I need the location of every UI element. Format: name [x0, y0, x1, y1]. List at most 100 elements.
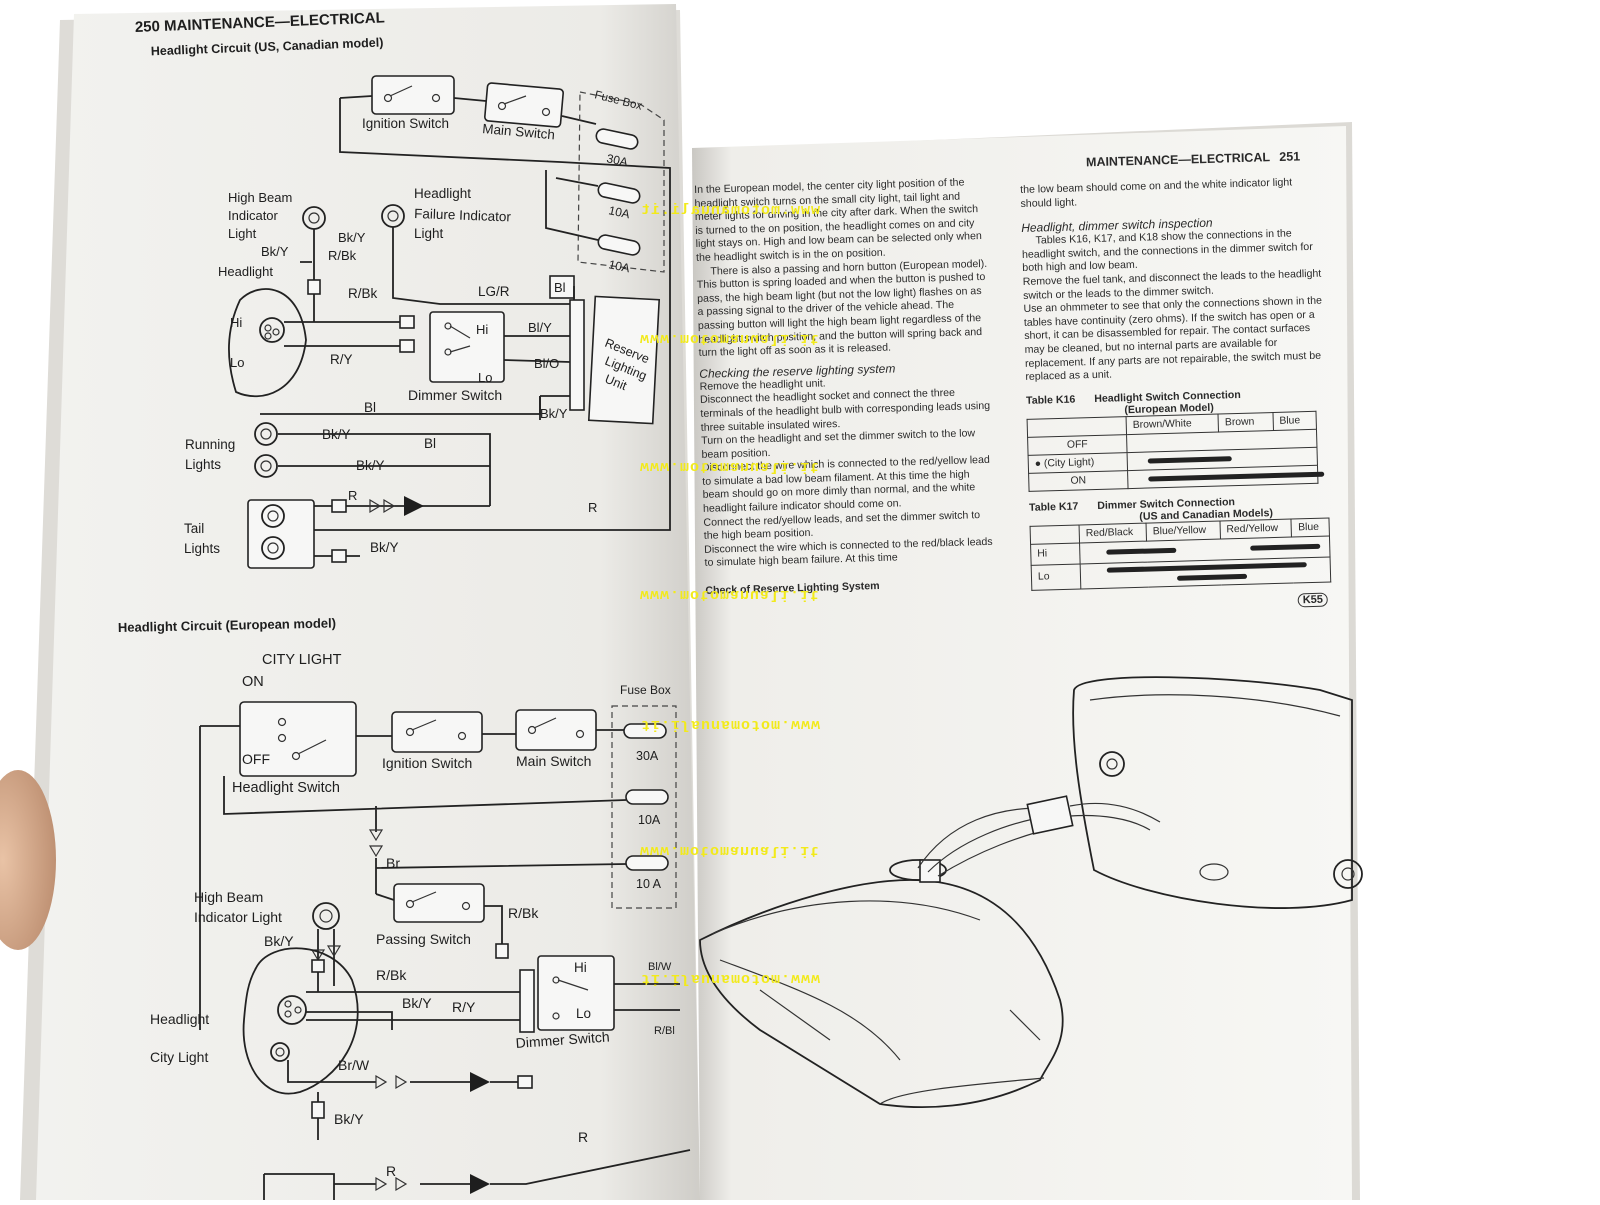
eu-wire-r-2: R [578, 1129, 588, 1145]
table-k17-label: Table K17 [1028, 500, 1079, 514]
eu-wire-brw: Br/W [338, 1057, 370, 1073]
us-wire-bky-1: Bk/Y [261, 244, 289, 259]
k17-row-hi: Hi [1030, 542, 1081, 566]
us-high-beam-indicator-l1: High Beam [228, 190, 292, 205]
eu-city-light-label: CITY LIGHT [262, 652, 342, 668]
us-fuse-10a-2: 10A [607, 257, 631, 275]
us-high-beam-indicator-l2: Indicator [228, 208, 279, 223]
eu-ignition-switch-label: Ignition Switch [382, 755, 472, 771]
us-wire-bl-3: Bl [424, 436, 436, 451]
eu-fuse-box-label: Fuse Box [620, 683, 671, 697]
eu-wire-rbk-2: R/Bk [376, 967, 407, 983]
us-wire-bly: Bl/Y [528, 320, 552, 335]
eu-off-label: OFF [242, 751, 270, 767]
us-wire-lgr: LG/R [478, 284, 510, 299]
eu-wire-blw: Bl/W [648, 961, 672, 973]
col1-para-1: In the European model, the center city l… [694, 176, 982, 264]
eu-headlight-circuit: CITY LIGHT ON OFF Headlight Switch Ignit… [150, 652, 691, 1200]
eu-wire-rbk-1: R/Bk [508, 905, 539, 921]
us-tail-lights-l2: Lights [184, 541, 220, 556]
eu-fuse-30a: 30A [636, 749, 659, 763]
us-wire-bky-2: Bk/Y [338, 230, 366, 245]
left-page [36, 4, 700, 1200]
k17-row-lo: Lo [1031, 563, 1081, 591]
k16-col-blue: Blue [1272, 411, 1317, 431]
us-headlight-circuit: Ignition Switch Main Switch Fuse Box 30A… [184, 75, 671, 569]
us-wire-bky-3: Bk/Y [540, 406, 568, 421]
thumb [0, 770, 56, 950]
us-failure-indicator-l1: Headlight [414, 186, 471, 201]
watermark-3: www.motomanuali.it [640, 458, 821, 475]
table-k16: Brown/White Brown Blue OFF ● (City Light… [1027, 411, 1325, 492]
k17-col-red-yellow: Red/Yellow [1219, 518, 1292, 539]
k17-hi-connection-1 [1106, 547, 1177, 555]
figure-tag: K55 [1297, 592, 1329, 608]
eu-wire-bky-3: Bk/Y [334, 1111, 364, 1127]
us-failure-indicator-l3: Light [414, 226, 444, 241]
eu-wire-br: Br [386, 855, 400, 871]
us-tail-lights-l1: Tail [184, 521, 204, 536]
table-k16-label: Table K16 [1025, 393, 1076, 407]
eu-dimmer-lo: Lo [576, 1006, 591, 1021]
eu-circuit-title: Headlight Circuit (European model) [118, 615, 336, 635]
k16-on-connection [1148, 471, 1325, 482]
eu-passing-switch-label: Passing Switch [376, 931, 471, 947]
eu-on-label: ON [242, 674, 264, 690]
k17-col-blue: Blue [1291, 517, 1330, 537]
watermark-4: www.motomanuali.it [640, 586, 821, 603]
k17-col-blue-yellow: Blue/Yellow [1146, 520, 1221, 541]
us-dimmer-lo: Lo [478, 370, 492, 385]
dimmer-bullet-2: Use an ohmmeter to see that only the con… [1023, 294, 1323, 384]
us-wire-blo: Bl/O [534, 356, 559, 371]
right-col-1: In the European model, the center city l… [694, 176, 997, 597]
us-wire-bky-6: Bk/Y [370, 540, 399, 555]
watermark-5: www.motomanuali.it [640, 716, 821, 733]
right-page [692, 126, 1352, 1200]
right-col-2: the low beam should come on and the whit… [1020, 176, 1332, 616]
eu-high-beam-indicator-l2: Indicator Light [194, 909, 282, 925]
watermark-6: www.motomanuali.it [640, 842, 821, 859]
k17-lo-connection-2 [1176, 573, 1248, 581]
us-wire-bl-1: Bl [554, 280, 566, 295]
us-wire-rbk-2: R/Bk [348, 286, 378, 301]
watermark-7: www.motomanuali.it [640, 970, 821, 987]
eu-headlight-label: Headlight [150, 1011, 209, 1027]
k17-col-red-black: Red/Black [1079, 522, 1147, 543]
eu-high-beam-indicator-l1: High Beam [194, 889, 263, 905]
eu-wire-r-1: R [386, 1163, 396, 1179]
eu-wire-rbl: R/Bl [654, 1025, 675, 1037]
us-hi-label: Hi [230, 315, 242, 330]
us-wire-r-2: R [588, 500, 597, 515]
eu-dimmer-switch-label: Dimmer Switch [515, 1028, 610, 1051]
k16-col-brown: Brown [1218, 412, 1274, 432]
us-failure-indicator-l2: Failure Indicator [414, 206, 512, 224]
us-dimmer-hi: Hi [476, 322, 488, 337]
us-ignition-switch-label: Ignition Switch [362, 116, 449, 131]
us-wire-ry: R/Y [330, 352, 353, 367]
k16-city-connection [1147, 455, 1232, 464]
eu-dimmer-hi: Hi [574, 960, 587, 975]
table-k17: Red/Black Blue/Yellow Red/Yellow Blue Hi… [1030, 517, 1332, 591]
eu-wire-bky-2: Bk/Y [402, 995, 432, 1011]
us-high-beam-indicator-l3: Light [228, 226, 257, 241]
us-fuse-10a-1: 10A [607, 203, 631, 221]
us-lo-label: Lo [230, 355, 244, 370]
us-dimmer-switch-label: Dimmer Switch [408, 387, 502, 403]
reserve-lighting-figure [699, 676, 1363, 1109]
us-wire-r-1: R [348, 488, 357, 503]
eu-fuse-10a-1: 10A [638, 813, 661, 827]
us-running-lights-l1: Running [185, 437, 235, 452]
us-main-switch-label: Main Switch [482, 121, 556, 142]
us-running-lights-l2: Lights [185, 457, 221, 472]
us-fuse-30a: 30A [605, 151, 629, 169]
right-page-number: 251 [1279, 149, 1301, 164]
eu-wire-bky-1: Bk/Y [264, 933, 294, 949]
eu-wire-ry: R/Y [452, 999, 476, 1015]
watermark-2: www.motomanuali.it [640, 330, 821, 347]
eu-fuse-10a-2: 10 A [636, 877, 662, 891]
eu-headlight-switch-label: Headlight Switch [232, 780, 340, 796]
us-headlight-label: Headlight [218, 264, 273, 279]
k16-row-on: ON [1028, 470, 1129, 492]
